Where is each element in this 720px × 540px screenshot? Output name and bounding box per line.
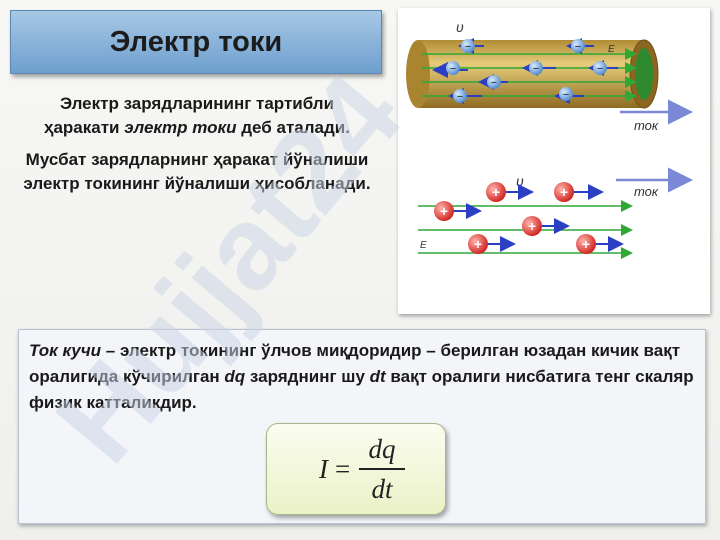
electron: − — [432, 61, 468, 78]
current-label-top: ток — [634, 118, 659, 133]
definition-part-1: – электр токининг ўлчов миқдоридир – бер… — [29, 341, 681, 386]
title-banner: Электр токи — [10, 10, 382, 74]
charge-sign: + — [560, 184, 568, 200]
illustration-svg: − − − − − — [406, 19, 693, 259]
electron-sign: − — [457, 91, 463, 103]
definition-part-3: вақт оралиги нисбатига тенг скаляр физик… — [29, 367, 694, 412]
positive-charge: + — [522, 216, 570, 236]
charge-sign: + — [492, 184, 500, 200]
formula-box: I = dq dt — [266, 423, 446, 515]
formula-denominator: dt — [371, 474, 393, 504]
current-label-bottom: ток — [634, 184, 659, 199]
positive-charge: + — [434, 201, 482, 221]
electron: − — [448, 88, 482, 104]
slide-title: Электр токи — [109, 25, 283, 58]
electron-sign: − — [597, 63, 603, 75]
electron: − — [522, 60, 556, 76]
charge-sign: + — [582, 236, 590, 252]
definition-text: Ток кучи – электр токининг ўлчов миқдори… — [29, 338, 695, 416]
formula-lhs: I — [319, 454, 328, 484]
definition-part-2: заряднинг шу — [245, 367, 370, 386]
electron-sign: − — [575, 41, 581, 53]
definition-dq: dq — [224, 367, 246, 386]
field-label-top: E — [608, 44, 615, 55]
intro-p1-text-a: Электр зарядларининг тартибли ҳаракати — [44, 94, 335, 137]
electron-sign: − — [491, 77, 497, 89]
positive-charges: + + + + + — [434, 182, 624, 254]
intro-p1-text-b: деб аталади. — [236, 118, 350, 137]
electron: − — [458, 38, 484, 54]
charge-sign: + — [474, 236, 482, 252]
positive-charge: + — [576, 234, 624, 254]
positive-charge: + — [468, 234, 516, 254]
electron: − — [566, 38, 594, 54]
positive-charge: + — [486, 182, 534, 202]
intro-text: Электр зарядларининг тартибли ҳаракати э… — [22, 92, 372, 204]
charge-sign: + — [528, 218, 536, 234]
electron-sign: − — [465, 41, 471, 53]
formula-numerator: dq — [368, 434, 396, 464]
charge-sign: + — [440, 203, 448, 219]
intro-p1-emphasis: электр токи — [124, 118, 237, 137]
field-label-bottom: E — [420, 240, 427, 251]
current-illustration: − − − − − — [398, 8, 710, 314]
velocity-label-top: υ — [456, 19, 464, 35]
definition-dt: dt — [369, 367, 386, 386]
formula-equals: = — [335, 454, 351, 484]
electrons: − − − − − — [432, 38, 618, 104]
intro-paragraph-1: Электр зарядларининг тартибли ҳаракати э… — [22, 92, 372, 140]
electron-sign: − — [450, 63, 456, 75]
intro-paragraph-2: Мусбат зарядларнинг ҳаракат йўналиши эле… — [23, 150, 371, 193]
electron-sign: − — [533, 63, 539, 75]
positive-charge: + — [554, 182, 604, 202]
definition-box: Ток кучи – электр токининг ўлчов миқдори… — [18, 329, 706, 524]
electron: − — [588, 60, 618, 76]
electron: − — [554, 87, 584, 104]
formula-fraction-bar — [359, 468, 405, 470]
electron-sign: − — [563, 89, 569, 101]
definition-term: Ток кучи — [29, 341, 102, 360]
velocity-label-bottom: υ — [516, 173, 524, 189]
electron: − — [478, 74, 508, 90]
